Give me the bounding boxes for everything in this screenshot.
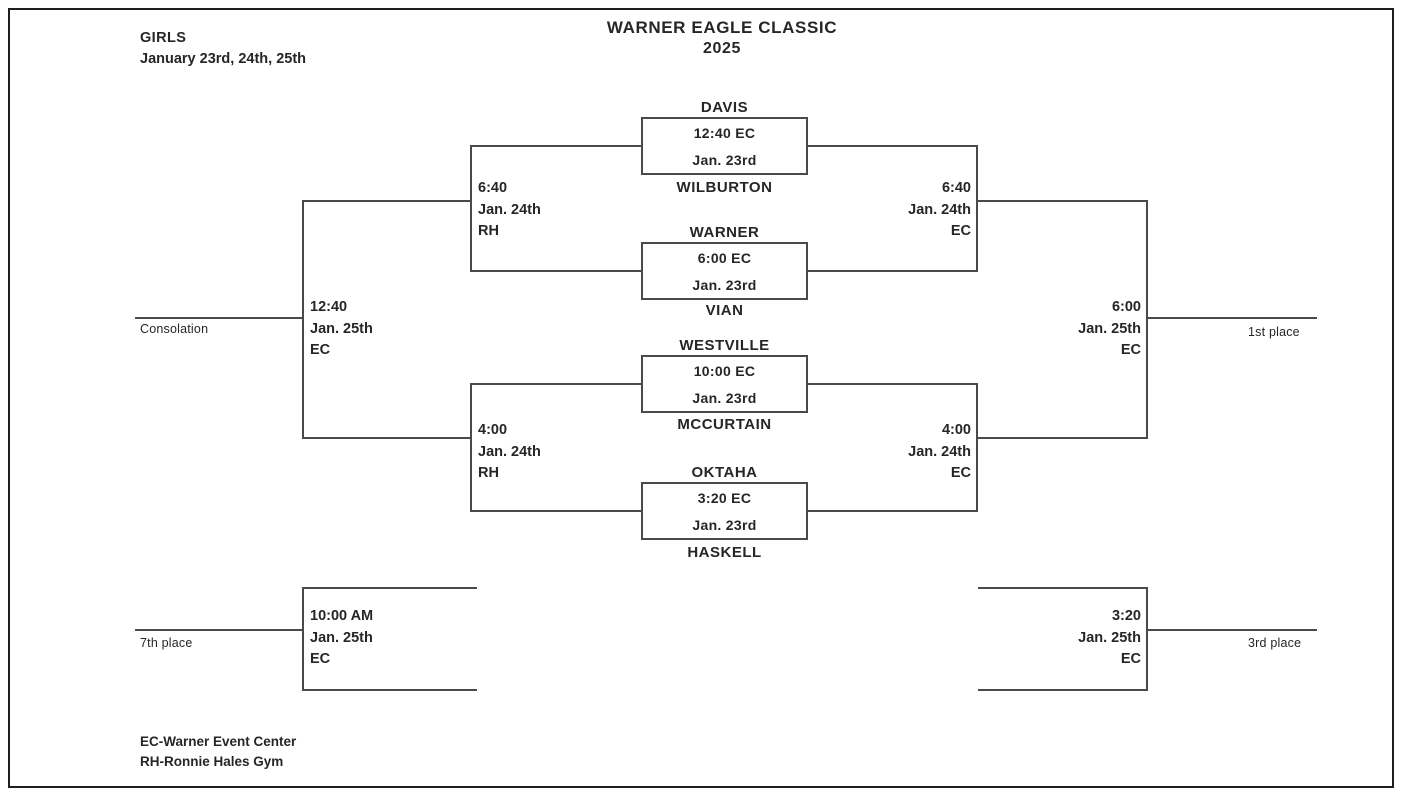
seventh-bracket-bottom-line xyxy=(303,689,477,691)
consolation-winner-line xyxy=(135,317,303,319)
game-box-3: 10:00 EC Jan. 23rd xyxy=(641,355,808,413)
seventh-place-game-info: 10:00 AM Jan. 25th EC xyxy=(310,606,373,671)
game-time: 6:40 xyxy=(941,180,971,196)
game-venue: EC xyxy=(950,223,971,239)
seventh-bracket-top-line xyxy=(303,587,477,589)
third-bracket-top-line xyxy=(978,587,1148,589)
page-border xyxy=(8,8,1394,788)
first-place-label: 1st place xyxy=(1248,325,1300,339)
bracket-line-game2-left xyxy=(471,270,641,272)
bracket-line-game2-right xyxy=(808,270,977,272)
bracket-vline-right-semi-top xyxy=(976,145,978,272)
semifinal-right-bottom-info: 4:00 Jan. 24th EC xyxy=(774,420,971,485)
bracket-vline-right-semi-bottom xyxy=(976,383,978,512)
bracket-line-left-semi-bottom-out xyxy=(303,437,472,439)
game-time: 6:00 xyxy=(1111,299,1141,315)
game-time: 6:00 EC xyxy=(697,250,752,266)
game-box-4: 3:20 EC Jan. 23rd xyxy=(641,482,808,540)
bracket-line-game3-left xyxy=(471,383,641,385)
bracket-line-left-semi-top-out xyxy=(303,200,472,202)
team-name-bottom: HASKELL xyxy=(687,544,762,561)
bracket-vline-consolation-final xyxy=(302,200,304,439)
bracket-line-right-semi-top-out xyxy=(977,200,1147,202)
team-name-top: OKTAHA xyxy=(691,464,758,481)
tournament-dates: January 23rd, 24th, 25th xyxy=(140,51,307,67)
game-date: Jan. 24th xyxy=(478,201,541,218)
bracket-line-game1-right xyxy=(808,145,977,147)
team-name-top: DAVIS xyxy=(700,99,749,116)
seventh-bracket-vline xyxy=(302,587,304,691)
game-time: 12:40 xyxy=(310,299,348,315)
game-time: 6:40 xyxy=(478,180,508,196)
venue-legend-rh: RH-Ronnie Hales Gym xyxy=(140,754,284,769)
semifinal-left-bottom-info: 4:00 Jan. 24th RH xyxy=(478,420,541,485)
bracket-vline-championship-final xyxy=(1146,200,1148,439)
tournament-title: WARNER EAGLE CLASSIC xyxy=(606,18,838,37)
third-place-winner-line xyxy=(1147,629,1317,631)
game-date: Jan. 25th xyxy=(310,629,373,646)
game-date: Jan. 23rd xyxy=(692,390,757,406)
bracket-vline-left-semi-top xyxy=(470,145,472,272)
game-venue: RH xyxy=(478,223,499,239)
consolation-label: Consolation xyxy=(140,322,209,336)
game-venue: EC xyxy=(310,651,331,667)
bracket-line-game1-left xyxy=(471,145,641,147)
championship-final-info: 6:00 Jan. 25th EC xyxy=(941,297,1141,362)
seventh-place-label: 7th place xyxy=(140,636,193,650)
game-date: Jan. 25th xyxy=(1078,320,1141,337)
third-bracket-vline xyxy=(1146,587,1148,691)
game-box-1: 12:40 EC Jan. 23rd xyxy=(641,117,808,175)
game-time: 4:00 xyxy=(941,422,971,438)
first-place-winner-line xyxy=(1147,317,1317,319)
bracket-line-right-semi-bottom-out xyxy=(977,437,1147,439)
team-name-bottom: MCCURTAIN xyxy=(677,416,772,433)
bracket-line-game3-right xyxy=(808,383,977,385)
game-date: Jan. 23rd xyxy=(692,517,757,533)
game-time: 3:20 EC xyxy=(697,490,752,506)
seventh-place-winner-line xyxy=(135,629,303,631)
team-name-top: WESTVILLE xyxy=(679,337,770,354)
game-venue: EC xyxy=(950,465,971,481)
game-box-2: 6:00 EC Jan. 23rd xyxy=(641,242,808,300)
third-place-label: 3rd place xyxy=(1248,636,1302,650)
third-bracket-bottom-line xyxy=(978,689,1148,691)
game-date: Jan. 24th xyxy=(908,443,971,460)
third-place-game-info: 3:20 Jan. 25th EC xyxy=(941,606,1141,671)
game-date: Jan. 23rd xyxy=(692,152,757,168)
venue-legend-ec: EC-Warner Event Center xyxy=(140,734,297,749)
division-label: GIRLS xyxy=(140,30,187,46)
venue-legend: EC-Warner Event Center RH-Ronnie Hales G… xyxy=(140,732,296,772)
team-name-bottom: WILBURTON xyxy=(676,179,773,196)
team-name-top: WARNER xyxy=(689,224,760,241)
semifinal-right-top-info: 6:40 Jan. 24th EC xyxy=(774,178,971,243)
bracket-line-game4-right xyxy=(808,510,977,512)
tournament-year: 2025 xyxy=(703,40,741,57)
game-time: 3:20 xyxy=(1111,608,1141,624)
game-date: Jan. 23rd xyxy=(692,277,757,293)
consolation-final-info: 12:40 Jan. 25th EC xyxy=(310,297,373,362)
game-time: 12:40 EC xyxy=(693,125,756,141)
game-venue: EC xyxy=(1120,342,1141,358)
game-date: Jan. 25th xyxy=(1078,629,1141,646)
game-time: 10:00 EC xyxy=(693,363,756,379)
game-date: Jan. 25th xyxy=(310,320,373,337)
game-date: Jan. 24th xyxy=(478,443,541,460)
game-date: Jan. 24th xyxy=(908,201,971,218)
game-time: 4:00 xyxy=(478,422,508,438)
game-venue: EC xyxy=(310,342,331,358)
game-venue: EC xyxy=(1120,651,1141,667)
team-name-bottom: VIAN xyxy=(705,302,744,319)
game-venue: RH xyxy=(478,465,499,481)
bracket-vline-left-semi-bottom xyxy=(470,383,472,512)
semifinal-left-top-info: 6:40 Jan. 24th RH xyxy=(478,178,541,243)
game-time: 10:00 AM xyxy=(310,608,374,624)
bracket-line-game4-left xyxy=(471,510,641,512)
